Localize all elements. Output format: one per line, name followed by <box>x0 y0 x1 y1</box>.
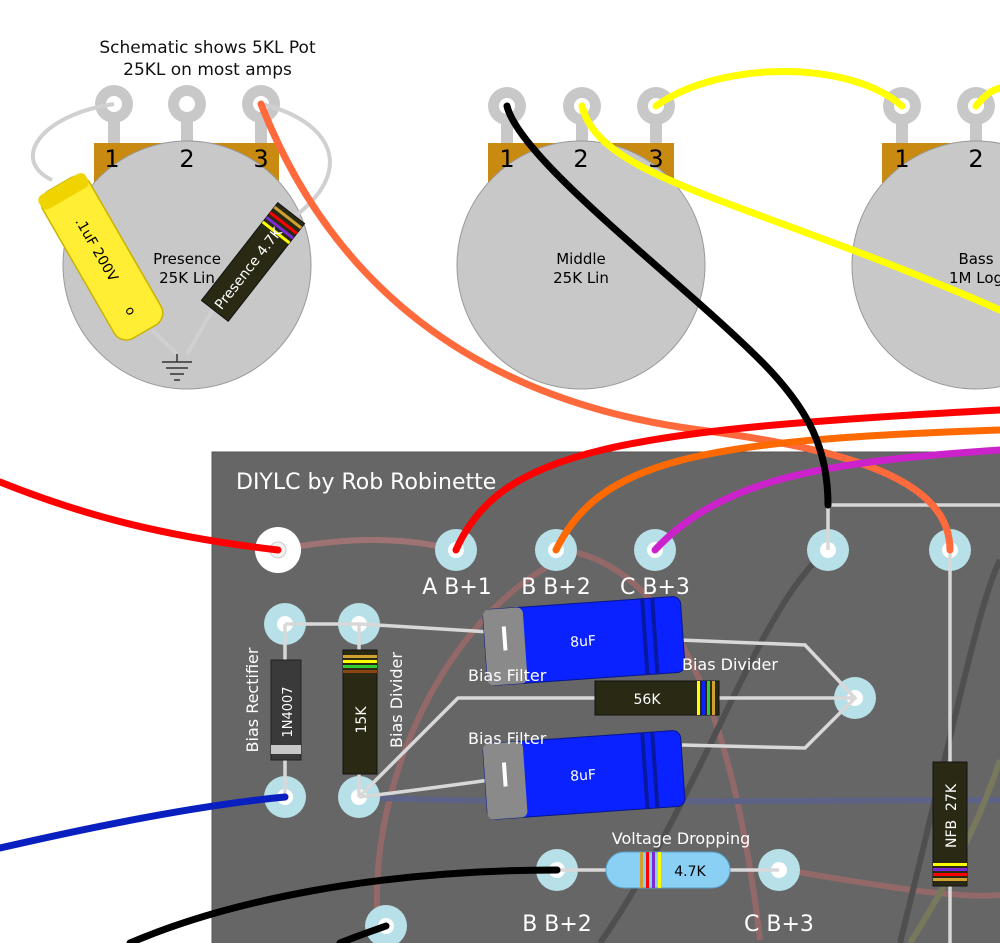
schematic-note: Schematic shows 5KL Pot 25KL on most amp… <box>70 37 345 81</box>
presence-pin-3: 3 <box>253 145 268 173</box>
wire-yellow-right <box>972 84 1000 110</box>
resistor-15k: 15K <box>342 649 378 775</box>
resistor-4.7k: 4.7K <box>605 851 731 889</box>
bias-divider-vertical-label: Bias Divider <box>387 652 406 748</box>
wire-red <box>452 406 1000 554</box>
wires <box>0 68 1000 943</box>
resistor-4.7k-label: 4.7K <box>674 864 706 880</box>
wire-purple <box>651 446 1000 554</box>
resistor-56k-label: 56K <box>634 692 662 708</box>
diode-label: 1N4007 <box>281 686 296 737</box>
capacitor-8uf-top: 8uF <box>482 596 686 686</box>
bias-divider-label: Bias Divider <box>682 655 778 674</box>
ground-icon <box>162 354 192 381</box>
schematic-note-line1: Schematic shows 5KL Pot <box>99 38 316 58</box>
nfb-resistor: NFB 27K <box>932 761 968 887</box>
bass-pin-2: 2 <box>968 145 983 173</box>
diode-1n4007: 1N4007 <box>270 659 302 761</box>
wire-red-left <box>0 478 282 554</box>
wire-black <box>503 102 832 509</box>
wire-blue <box>0 793 289 852</box>
wire-black-bottom <box>126 866 561 943</box>
voltage-dropping-label: Voltage Dropping <box>612 829 751 848</box>
wire-yellow-bass <box>652 68 906 110</box>
bias-rectifier-label: Bias Rectifier <box>243 647 262 752</box>
middle-pin-1: 1 <box>499 145 514 173</box>
bass-pin-1: 1 <box>894 145 909 173</box>
wire-salmon-presence <box>257 100 954 554</box>
resistor-56k: 56K <box>594 680 720 716</box>
bias-filter-label-1: Bias Filter <box>468 666 547 685</box>
middle-pot-value: 25K Lin <box>553 269 609 287</box>
capacitor-8uf-bottom: 8uF <box>482 730 686 820</box>
presence-pot-name: Presence <box>153 250 221 268</box>
capacitor-8uf-bottom-label: 8uF <box>570 767 597 785</box>
schematic-note-line2: 25KL on most amps <box>123 60 292 80</box>
label-b-b2-top: B B+2 <box>521 575 591 600</box>
bass-pot-name: Bass <box>958 250 993 268</box>
middle-pin-3: 3 <box>648 145 663 173</box>
capacitor-8uf-top-label: 8uF <box>570 633 597 651</box>
wire-black-bottom-2 <box>336 922 390 943</box>
label-c-b3-top: C B+3 <box>620 575 690 600</box>
bass-pot: 1 2 Bass 1M Log <box>851 87 1000 390</box>
resistor-15k-label: 15K <box>354 706 370 734</box>
presence-pot-value: 25K Lin <box>159 269 215 287</box>
middle-pot-name: Middle <box>556 250 606 268</box>
bias-filter-label-2: Bias Filter <box>468 729 547 748</box>
presence-capacitor: .1uF 200V o <box>38 173 164 341</box>
component-leads <box>283 503 1000 943</box>
label-c-b3-bottom: C B+3 <box>744 912 814 937</box>
label-a-b1: A B+1 <box>422 575 492 600</box>
nfb-resistor-label: NFB 27K <box>944 783 960 848</box>
board-title: DIYLC by Rob Robinette <box>236 470 496 495</box>
wire-orange <box>552 426 1000 554</box>
bass-pot-value: 1M Log <box>949 269 1000 287</box>
middle-pin-2: 2 <box>573 145 588 173</box>
label-b-b2-bottom: B B+2 <box>522 912 592 937</box>
presence-pin-1: 1 <box>104 145 119 173</box>
presence-pin-2: 2 <box>179 145 194 173</box>
wire-yellow-middle <box>578 102 1000 314</box>
middle-pot: 1 2 3 Middle 25K Lin <box>456 87 706 390</box>
